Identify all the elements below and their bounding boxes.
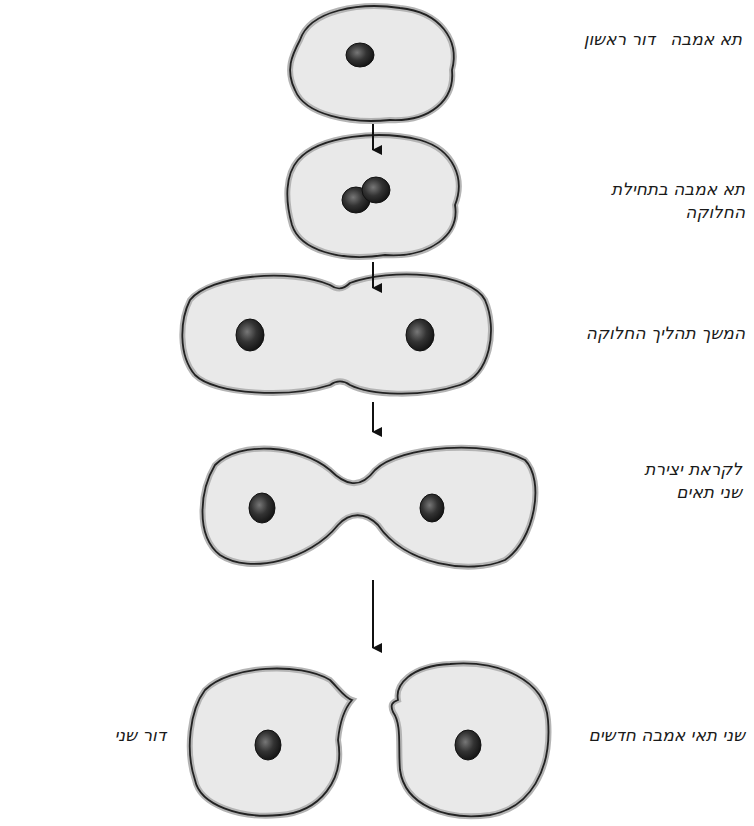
generation-label: דור ראשון: [584, 28, 655, 51]
stage-label: שני תאי אמבה חדשים: [588, 724, 745, 747]
stage-label: המשך תהליך החלוקה: [586, 322, 745, 345]
stage-label: תא אמבה: [670, 28, 742, 51]
cell-body: [182, 6, 548, 816]
stage-arrow: [372, 124, 374, 648]
stage-label: תא אמבה בתחילת החלוקה: [607, 178, 745, 224]
cell-nucleus: [236, 43, 481, 760]
cell-membrane: [182, 6, 548, 816]
stage-label: לקראת יצירת שני תאים: [620, 458, 742, 504]
generation-label: דור שני: [114, 724, 166, 747]
